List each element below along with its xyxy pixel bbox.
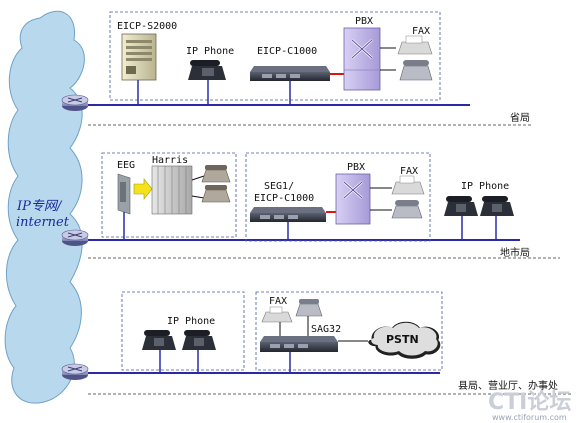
ip-phone-label-province: IP Phone — [186, 46, 234, 57]
ip-network-cloud: IP专网/ internet — [4, 10, 85, 404]
harris-label: Harris — [152, 155, 188, 166]
fax-icon-county — [261, 306, 293, 323]
fax-label-county: FAX — [269, 296, 287, 307]
desk-phone-icon-county — [295, 299, 323, 317]
pstn-label: PSTN — [386, 333, 419, 346]
arrow-icon — [133, 178, 153, 200]
ip-phone-icon-county-1 — [142, 330, 176, 350]
fax-label-province: FAX — [412, 26, 430, 37]
city-site-box-right — [245, 152, 431, 242]
tier-separators — [88, 124, 572, 395]
pbx-switch-icon-city — [335, 173, 371, 225]
tier-label-city: 地市局 — [500, 246, 530, 259]
fax-icon-city — [391, 175, 425, 195]
cloud-label-line2: internet — [16, 215, 70, 230]
pbx-switch-icon-province — [343, 27, 381, 91]
county-site-box-right — [255, 291, 443, 371]
seg1-label-line1: SEG1/ — [264, 181, 294, 192]
ip-phone-label-city: IP Phone — [461, 181, 509, 192]
cloud-label-line1: IP专网/ — [16, 199, 63, 214]
province-site-box — [109, 11, 441, 101]
pbx-label-city: PBX — [347, 162, 365, 173]
fax-icon-province — [397, 35, 433, 55]
watermark: CTI论坛 www.ctiforum.com — [488, 389, 571, 422]
desk-phone-icon-harris-1 — [201, 165, 231, 183]
eicp-c1000-label-province: EICP-C1000 — [257, 46, 317, 57]
pstn-cloud: PSTN — [368, 321, 441, 359]
lan-lines — [86, 104, 520, 374]
ip-phone-icon-city-2 — [480, 196, 514, 216]
eeg-gateway-icon — [117, 173, 131, 215]
sag32-gateway-icon — [260, 336, 338, 352]
seg1-label-line2: EICP-C1000 — [254, 193, 314, 204]
pbx-label-province: PBX — [355, 16, 373, 27]
ip-phone-icon-county-2 — [182, 330, 216, 350]
fax-label-city: FAX — [400, 166, 418, 177]
desk-phone-icon-province — [399, 60, 433, 81]
seg1-gateway-icon — [250, 207, 326, 222]
watermark-logo: CTI论坛 — [488, 389, 571, 415]
desk-phone-icon-city — [391, 200, 423, 219]
eicp-c1000-gateway-icon-province — [250, 66, 330, 81]
router-icon-province — [61, 94, 89, 111]
tier-label-county: 县局、营业厅、办事处 — [458, 379, 558, 392]
eicp-s2000-server-icon — [121, 33, 157, 81]
ip-phone-label-county: IP Phone — [167, 316, 215, 327]
ip-phone-icon-city-1 — [444, 196, 478, 216]
tier-label-province: 省局 — [510, 111, 530, 124]
sag32-label: SAG32 — [311, 324, 341, 335]
router-icon-county — [61, 363, 89, 380]
county-site-box-left — [121, 291, 245, 371]
ip-phone-icon-province — [188, 60, 226, 80]
harris-pbx-icon — [151, 165, 193, 215]
router-icon-city — [61, 229, 89, 246]
city-site-box-left — [101, 152, 237, 238]
watermark-url: www.ctiforum.com — [492, 413, 567, 422]
desk-phone-icon-harris-2 — [201, 185, 231, 203]
eicp-s2000-label: EICP-S2000 — [117, 21, 177, 32]
eeg-label: EEG — [117, 160, 135, 171]
